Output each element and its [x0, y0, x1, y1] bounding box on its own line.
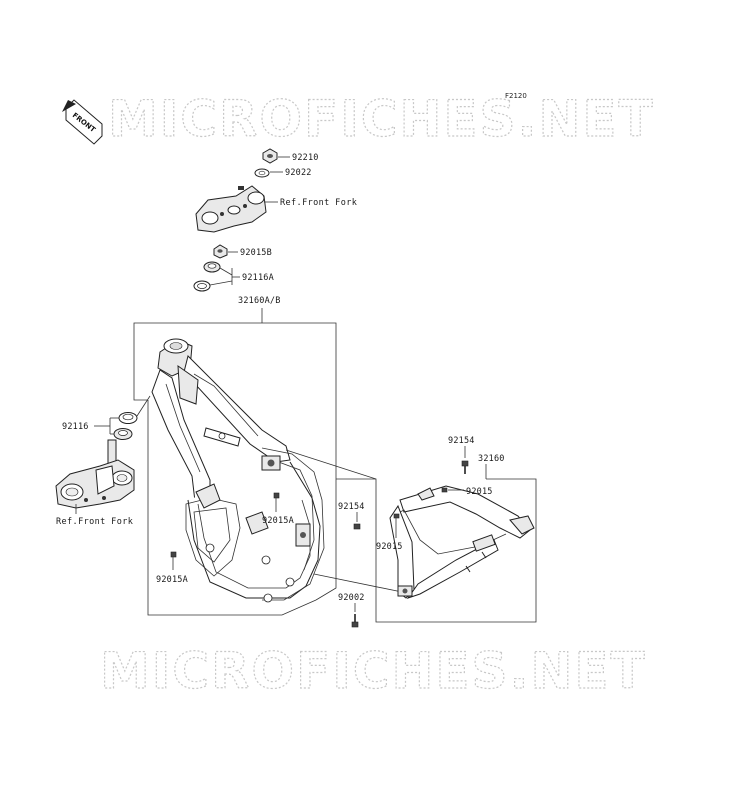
- upper-triple-clamp: [195, 185, 267, 233]
- nut-92210: [262, 148, 278, 164]
- seal-92116A-upper: [203, 261, 221, 273]
- label-ref-front-fork-top: Ref.Front Fork: [280, 198, 357, 208]
- label-92154-top: 92154: [448, 436, 475, 446]
- label-92002: 92002: [338, 593, 365, 603]
- label-92015-mid: 92015: [376, 542, 403, 552]
- seal-92116-lower: [113, 428, 133, 440]
- label-92116A: 92116A: [242, 273, 274, 283]
- label-32160AB: 32160A/B: [238, 296, 281, 306]
- lower-triple-clamp: [55, 439, 135, 509]
- front-arrow-icon: FRONT: [62, 99, 103, 145]
- label-ref-front-fork-bottom: Ref.Front Fork: [56, 517, 133, 527]
- bolt-92015A-left: [170, 551, 177, 558]
- seal-92116A-lower: [193, 280, 211, 292]
- subframe: [389, 485, 535, 599]
- bolt-92002: [351, 614, 359, 628]
- bolt-92154-top: [461, 460, 469, 474]
- label-92015A-right: 92015A: [262, 516, 294, 526]
- bolt-92154-mid: [353, 523, 361, 530]
- seal-92116-upper: [118, 412, 138, 424]
- watermark-top: MICROFICHES.NET: [108, 90, 655, 148]
- figure-code: F2120: [505, 92, 527, 100]
- washer-92022: [254, 168, 270, 178]
- leader-92116A-b: [209, 280, 233, 286]
- leader-92116A-a: [219, 267, 233, 276]
- main-frame: [151, 338, 325, 603]
- bracket-32160AB: [133, 308, 337, 616]
- label-92015B: 92015B: [240, 248, 272, 258]
- watermark-bottom: MICROFICHES.NET: [100, 642, 647, 700]
- bolt-92015A-right: [273, 492, 280, 499]
- label-92210: 92210: [292, 153, 319, 163]
- label-32160: 32160: [478, 454, 505, 464]
- bolt-92015-mid: [393, 513, 400, 519]
- label-92116: 92116: [62, 422, 89, 432]
- bolt-92015-top: [441, 487, 448, 493]
- label-92154-mid: 92154: [338, 502, 365, 512]
- label-92015A-left: 92015A: [156, 575, 188, 585]
- label-92022: 92022: [285, 168, 312, 178]
- bracket-32160: [285, 449, 537, 623]
- leader-92116-to-frame: [136, 395, 151, 417]
- label-92015-top: 92015: [466, 487, 493, 497]
- nut-92015B: [213, 244, 228, 259]
